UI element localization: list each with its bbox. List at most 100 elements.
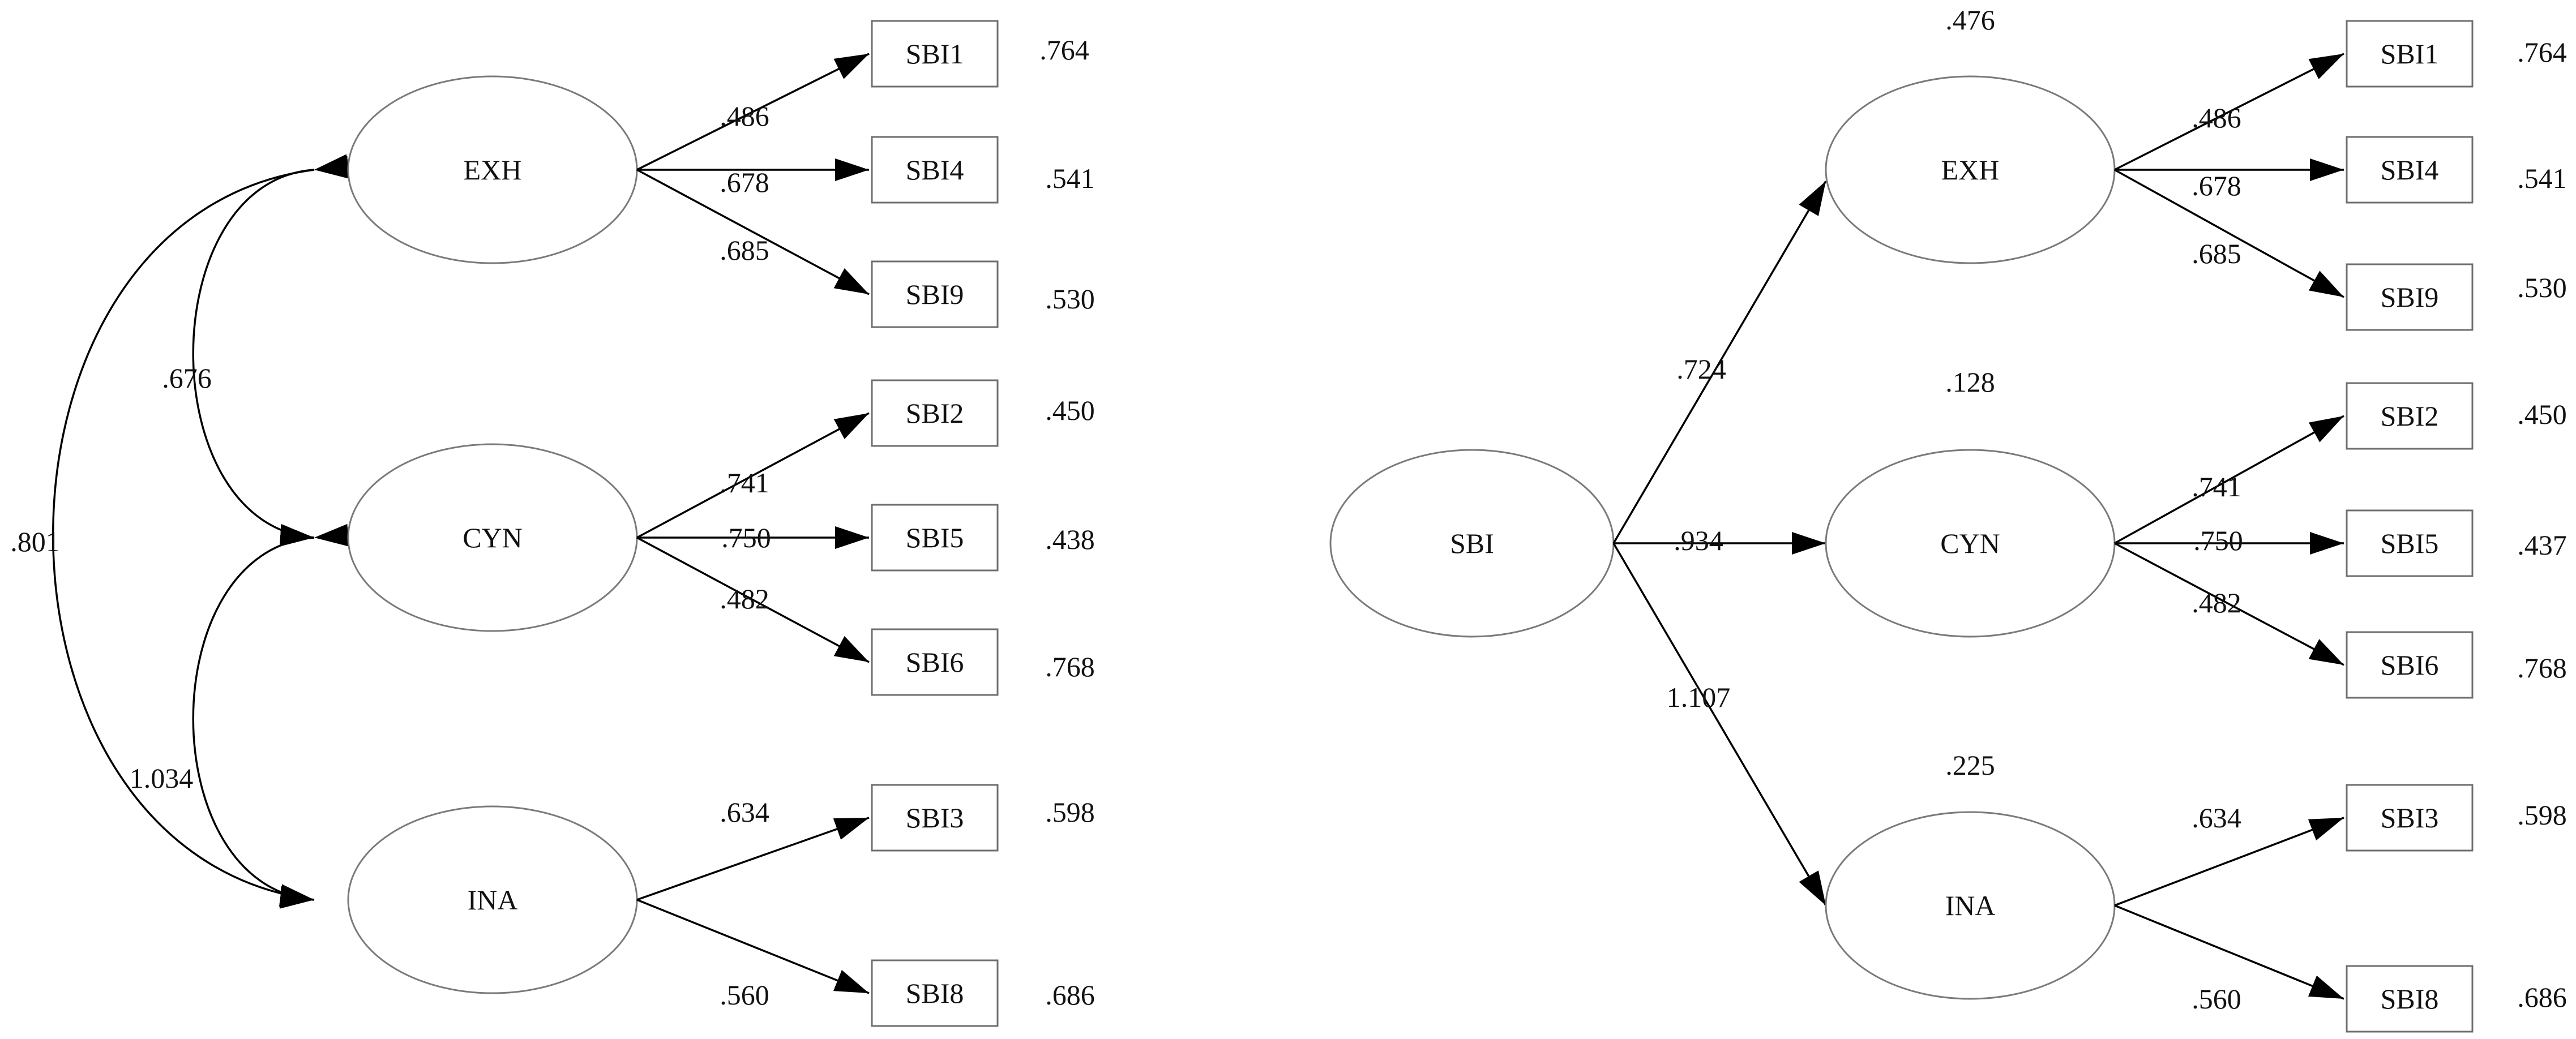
loading-label-sbi8-right: .560: [2192, 983, 2241, 1015]
loading-arrow-ina-sbi3: [636, 817, 870, 901]
factor-label-cyn: CYN: [463, 522, 523, 553]
indicator-box-sbi2: [871, 379, 999, 447]
indicator-label-sbi3: SBI3: [906, 802, 964, 834]
error-label-sbi2: .450: [1045, 394, 1095, 426]
indicator-label-sbi5: SBI5: [906, 522, 964, 553]
loading-label-sbi2-right: .741: [2192, 471, 2241, 503]
path-arrow-sbi-ina: [1612, 543, 1827, 906]
error-label-sbi1: .764: [1039, 34, 1089, 66]
indicator-box-sbi4: [871, 136, 999, 204]
indicator-box-sbi9: [871, 260, 999, 328]
error-label-sbi6-right: .768: [2517, 652, 2567, 684]
error-label-sbi2-right: .450: [2517, 398, 2567, 430]
covariance-label-cyn-ina: 1.034: [130, 762, 194, 794]
indicator-label-sbi8-right: SBI8: [2381, 983, 2439, 1015]
loading-label-sbi3-right: .634: [2192, 802, 2241, 834]
indicator-label-sbi1: SBI1: [906, 38, 964, 70]
error-label-sbi3: .598: [1045, 796, 1095, 828]
loading-label-sbi2: .741: [720, 467, 769, 499]
covariance-label-exh-ina: .801: [10, 526, 60, 557]
indicator-label-sbi9: SBI9: [906, 278, 964, 310]
error-label-sbi8: .686: [1045, 979, 1095, 1011]
error-label-sbi9-right: .530: [2517, 272, 2567, 303]
loading-arrow-exh-sbi1-right: [2114, 53, 2344, 171]
loading-arrow-cyn-sbi2-right: [2114, 415, 2344, 544]
error-label-sbi9: .530: [1045, 283, 1095, 315]
indicator-label-sbi4-right: SBI4: [2381, 154, 2439, 186]
covariance-arc-exh-ina: [52, 154, 350, 907]
indicator-box-sbi1: [871, 20, 999, 88]
loading-arrow-cyn-sbi2: [636, 412, 870, 539]
indicator-box-sbi5: [871, 504, 999, 572]
loading-arrow-exh-sbi9-right: [2114, 169, 2344, 298]
indicator-label-sbi8: SBI8: [906, 977, 964, 1009]
factor-label-ina: INA: [468, 884, 518, 916]
indicator-label-sbi2: SBI2: [906, 397, 964, 429]
error-label-sbi1-right: .764: [2517, 36, 2567, 68]
second-order-label-sbi: SBI: [1450, 527, 1494, 559]
loading-label-sbi5: .750: [721, 522, 771, 553]
loading-label-sbi1: .486: [720, 100, 769, 132]
factor-label-exh-right: EXH: [1941, 154, 2000, 186]
loading-label-sbi9: .685: [720, 234, 769, 266]
path-arrow-sbi-exh: [1612, 181, 1827, 544]
loading-label-sbi5-right: .750: [2193, 525, 2243, 556]
covariance-label-exh-cyn: .676: [162, 362, 212, 394]
loading-label-sbi9-right: .685: [2192, 238, 2241, 269]
loading-arrow-ina-sbi8-right: [2114, 904, 2344, 1000]
r2-label-exh: .476: [1945, 4, 1995, 36]
loading-arrow-exh-sbi9: [636, 169, 870, 295]
path-label-sbi-exh: .724: [1676, 353, 1726, 385]
factor-label-exh: EXH: [464, 154, 522, 186]
loading-arrow-exh-sbi1: [636, 53, 870, 171]
loading-label-sbi3: .634: [720, 796, 769, 828]
error-label-sbi8-right: .686: [2517, 981, 2567, 1013]
indicator-box-sbi8: [871, 959, 999, 1027]
indicator-label-sbi5-right: SBI5: [2381, 527, 2439, 559]
indicator-label-sbi2-right: SBI2: [2381, 400, 2439, 432]
indicator-label-sbi4: SBI4: [906, 154, 964, 186]
indicator-box-sbi5-right: [2346, 509, 2474, 577]
indicator-box-sbi6: [871, 628, 999, 696]
error-label-sbi6: .768: [1045, 651, 1095, 682]
indicator-label-sbi1-right: SBI1: [2381, 38, 2439, 70]
loading-label-sbi4: .678: [720, 166, 769, 198]
indicator-box-sbi6-right: [2346, 631, 2474, 699]
factor-label-cyn-right: CYN: [1940, 527, 2000, 559]
left-model: .676 1.034 .801 EXH CYN INA .486 .678 .6…: [10, 20, 1095, 1027]
loading-label-sbi1-right: .486: [2192, 102, 2241, 134]
factor-label-ina-right: INA: [1945, 890, 1996, 921]
r2-label-cyn: .128: [1945, 366, 1995, 398]
indicator-box-sbi4-right: [2346, 136, 2474, 204]
error-label-sbi5-right: .437: [2517, 529, 2567, 561]
loading-label-sbi4-right: .678: [2192, 170, 2241, 201]
covariance-arc-cyn-ina: [192, 523, 349, 909]
indicator-box-sbi3-right: [2346, 784, 2474, 852]
indicator-label-sbi9-right: SBI9: [2381, 281, 2439, 313]
loading-arrow-ina-sbi8: [636, 899, 870, 994]
loading-arrow-cyn-sbi6-right: [2114, 542, 2344, 666]
indicator-box-sbi1-right: [2346, 20, 2474, 88]
path-label-sbi-ina: 1.107: [1667, 681, 1731, 713]
error-label-sbi3-right: .598: [2517, 799, 2567, 831]
r2-label-ina: .225: [1945, 749, 1995, 781]
loading-arrow-ina-sbi3-right: [2114, 817, 2344, 907]
indicator-label-sbi6-right: SBI6: [2381, 649, 2439, 681]
loading-label-sbi6-right: .482: [2192, 587, 2241, 619]
loading-label-sbi6: .482: [720, 583, 769, 615]
indicator-box-sbi2-right: [2346, 382, 2474, 450]
error-label-sbi5: .438: [1045, 523, 1095, 555]
indicator-box-sbi8-right: [2346, 965, 2474, 1033]
loading-arrow-cyn-sbi6: [636, 536, 870, 663]
covariance-arc-exh-cyn: [192, 156, 349, 547]
path-label-sbi-cyn: .934: [1674, 525, 1723, 556]
loading-label-sbi8: .560: [720, 979, 769, 1011]
error-label-sbi4-right: .541: [2517, 162, 2567, 194]
indicator-label-sbi3-right: SBI3: [2381, 802, 2439, 834]
indicator-box-sbi9-right: [2346, 263, 2474, 331]
error-label-sbi4: .541: [1045, 162, 1095, 194]
indicator-box-sbi3: [871, 784, 999, 852]
right-model: SBI .724 .934 1.107 EXH CYN INA .476 .12…: [1329, 4, 2567, 1033]
indicator-label-sbi6: SBI6: [906, 646, 964, 678]
